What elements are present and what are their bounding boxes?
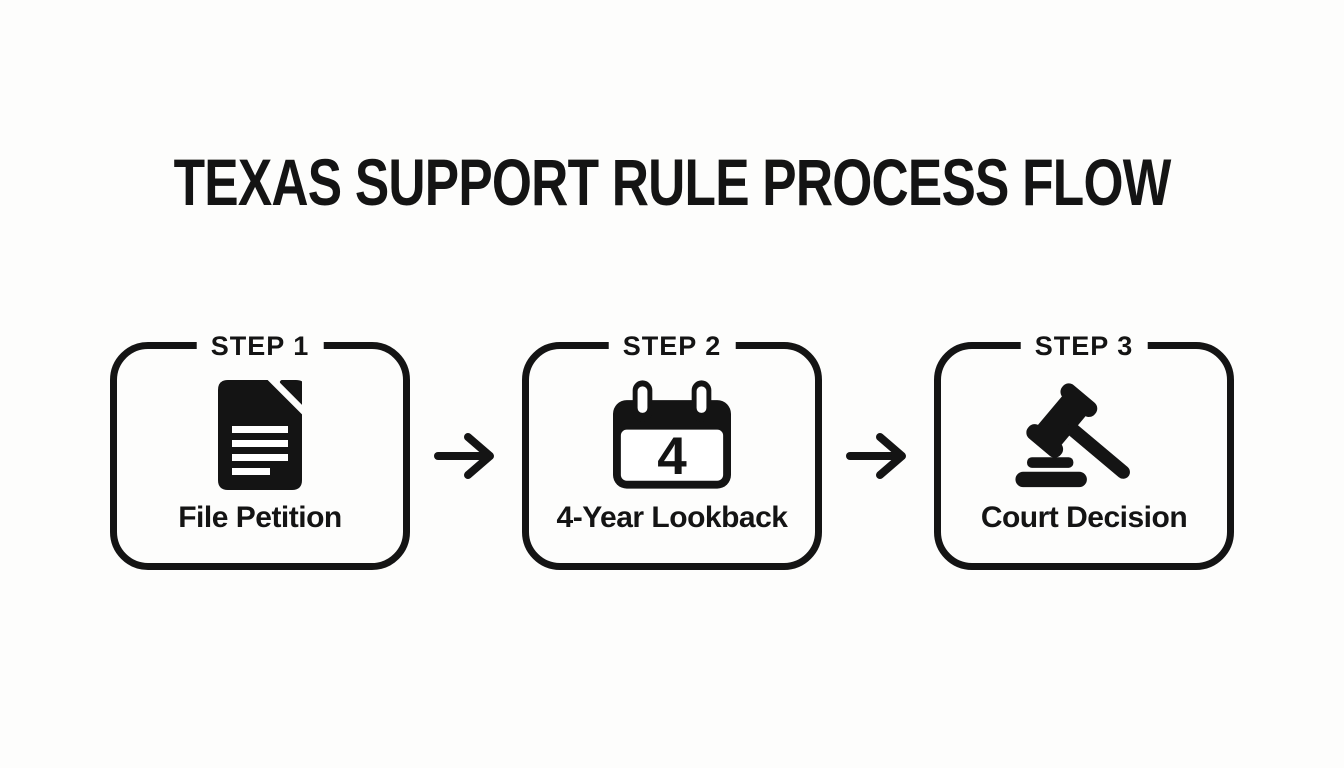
step-3-caption: Court Decision xyxy=(980,501,1188,534)
right-arrow-icon xyxy=(846,433,906,479)
step-2-caption: 4-Year Lookback xyxy=(556,501,788,534)
calendar-number: 4 xyxy=(657,426,687,485)
step-box-2: STEP 2 4 4-Year Lookback xyxy=(522,329,822,570)
arrow-cell-2 xyxy=(822,432,934,480)
gavel-icon xyxy=(1015,383,1130,488)
diagram-title: TEXAS SUPPORT RULE PROCESS FLOW xyxy=(173,145,1172,219)
step-box-1: STEP 1 File Petition xyxy=(110,329,410,570)
right-arrow-icon xyxy=(434,433,494,479)
document-icon xyxy=(218,380,302,490)
arrow-cell-1 xyxy=(410,432,522,480)
step-2-label: STEP 2 xyxy=(608,329,736,363)
step-1-icon-wrap xyxy=(117,379,403,491)
step-box-3: STEP 3 Court Decision xyxy=(934,329,1234,570)
step-3-label: STEP 3 xyxy=(1020,329,1148,363)
step-1-label: STEP 1 xyxy=(196,329,324,363)
step-1-caption: File Petition xyxy=(178,501,342,534)
calendar-icon: 4 xyxy=(613,379,731,489)
step-3-icon-wrap xyxy=(941,379,1227,491)
step-2-icon-wrap: 4 xyxy=(529,379,815,491)
title-area: TEXAS SUPPORT RULE PROCESS FLOW xyxy=(0,0,1344,220)
flow-row: STEP 1 File Petition xyxy=(0,329,1344,570)
